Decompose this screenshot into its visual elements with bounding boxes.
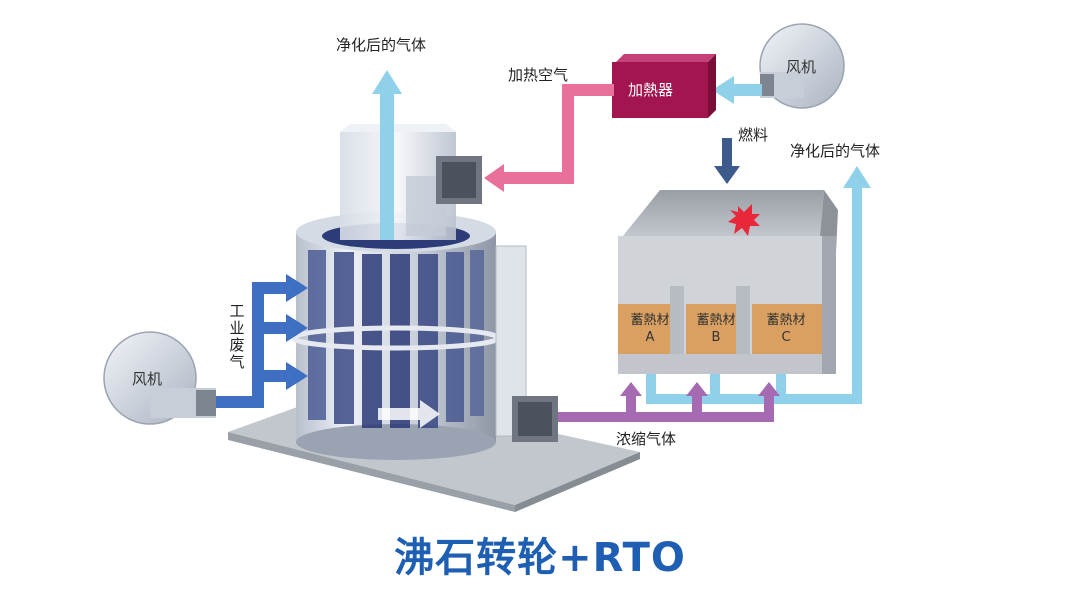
arrow-industrial-waste-gas [212,274,308,408]
bed-c-name: 蓄熱材 [766,313,806,328]
label-heater: 加熱器 [628,81,674,99]
zeolite-rotor [291,212,527,460]
heat-media-bed-c: 蓄熱材 C [754,312,818,346]
arrow-concentrated-gas [558,382,780,422]
heater-box [612,54,716,118]
label-purified-gas-top: 净化后的气体 [336,36,427,54]
label-industrial-waste-gas: 工业废气 [229,302,245,371]
label-concentrated-gas: 浓缩气体 [616,430,677,448]
bed-a-name: 蓄熱材 [630,313,670,328]
heat-media-bed-b: 蓄熱材 B [684,312,748,346]
fan-left [103,331,216,425]
label-fuel: 燃料 [738,126,769,144]
desorption-outlet-opening [518,402,552,436]
arrow-fan-to-heater [712,76,762,104]
bed-b-name: 蓄熱材 [696,313,736,328]
fan-right [759,23,845,109]
diagram-caption: 沸石转轮+RTO [394,535,686,581]
bed-b-letter: B [711,330,721,345]
label-heated-air: 加热空气 [508,66,569,84]
label-purified-gas-right: 净化后的气体 [790,142,881,160]
label-fan-left: 风机 [132,370,163,388]
arrow-fuel [714,138,740,184]
arrow-purified-gas-top [372,70,402,240]
heat-media-bed-a: 蓄熱材 A [618,312,682,346]
arrow-purified-gas-right [646,166,871,404]
bed-a-letter: A [645,330,655,345]
rto-unit [618,190,838,374]
label-fan-right: 风机 [786,58,817,76]
arrow-heated-air [484,84,614,192]
exhaust-hood [340,124,482,240]
rotor-media-panels [308,250,484,428]
bed-c-letter: C [781,330,791,345]
